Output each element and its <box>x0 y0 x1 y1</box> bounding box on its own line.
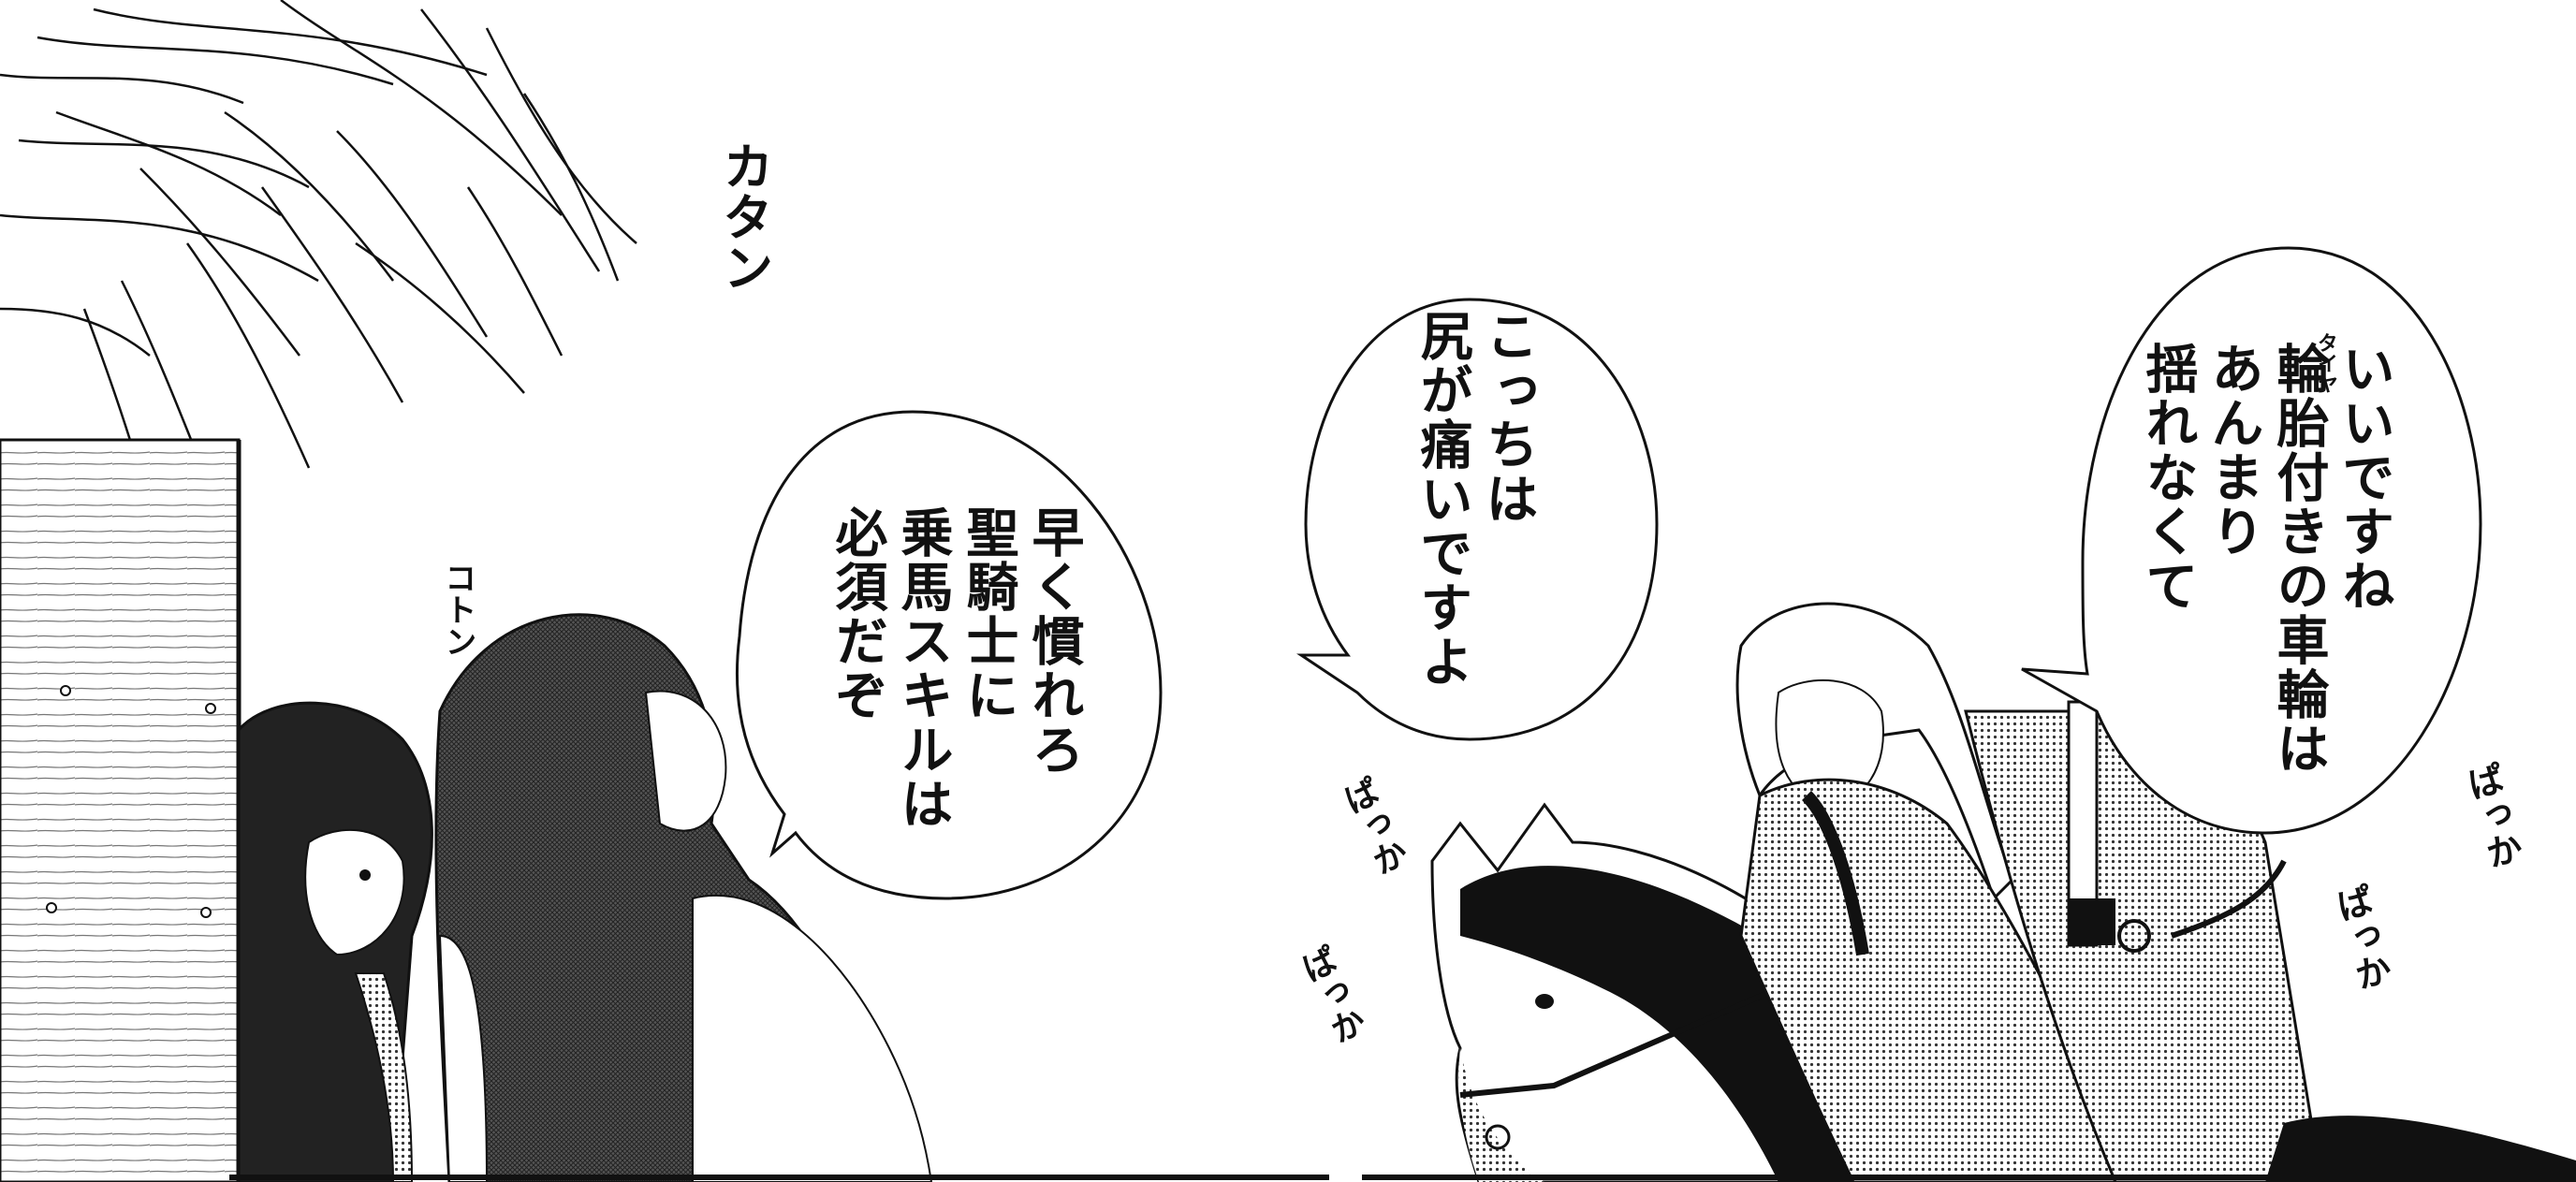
speech-text-right-2: いいですね 輪胎付きの車輪は あんまり 揺れなくて <box>2137 342 2394 776</box>
rider-character <box>1735 602 2155 1182</box>
right-panel <box>1296 246 2576 1182</box>
speech-text-left: 早く慣れろ 聖騎士に 乗馬スキルは 必須だぞ <box>827 505 1084 831</box>
speech-bubble-right-1 <box>1296 298 1659 741</box>
wall-nails <box>46 685 216 918</box>
speech-bubble-left <box>736 410 1163 900</box>
sfx-koton: コトン <box>439 562 476 657</box>
sfx-katan: カタン <box>714 140 773 292</box>
girl-character <box>237 701 433 1182</box>
furigana-tire: タイヤ <box>2314 332 2337 394</box>
wooden-wall <box>0 438 241 1182</box>
knight-character <box>434 613 933 1182</box>
left-panel <box>0 0 1329 1182</box>
speech-bubble-right-2 <box>2021 246 2482 835</box>
speech-text-right-1: こっちは 尻が痛いですよ <box>1412 309 1538 689</box>
tree-foliage <box>0 0 637 525</box>
